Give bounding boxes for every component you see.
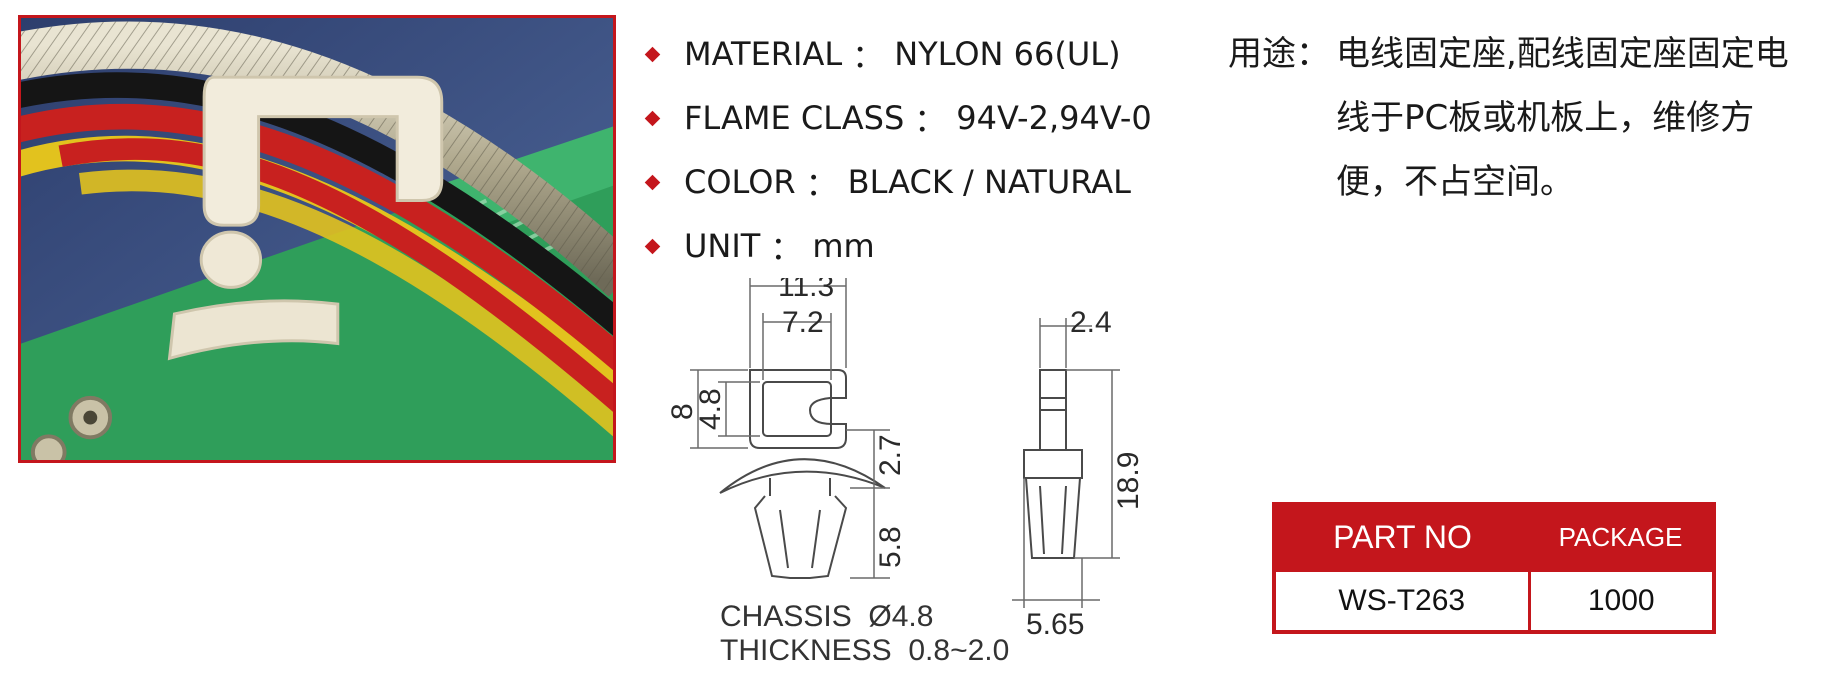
dim-height-total: 8: [666, 403, 699, 420]
spec-row-material: MATERIAL ： NYLON 66(UL): [643, 22, 1163, 86]
dim-leg: 5.8: [874, 526, 907, 568]
cell-package: 1000: [1527, 568, 1716, 634]
spec-row-unit: UNIT ： mm: [643, 214, 1163, 278]
dim-side-height: 18.9: [1112, 452, 1145, 510]
spec-separator: ：: [852, 37, 885, 75]
dim-side-base: 5.65: [1026, 608, 1084, 641]
header-package: PACKAGE: [1529, 504, 1714, 570]
header-part-no: PART NO: [1274, 504, 1529, 570]
front-view-leg: [753, 495, 848, 579]
chassis-note: CHASSIS Ø4.8: [720, 600, 934, 633]
spec-value: BLACK / NATURAL: [847, 163, 1131, 201]
side-view-body: [1023, 449, 1083, 479]
spec-value: NYLON 66(UL): [894, 35, 1121, 73]
technical-drawing: 11.3 7.2 8 4.8 2.7 5.8 2.4 18.9 5.65: [660, 278, 1180, 678]
spec-separator: ：: [914, 101, 947, 139]
usage-text: 电线固定座,配线固定座固定电 线于PC板或机板上，维修方 便，不占空间。: [1336, 22, 1816, 214]
usage-label: 用途：: [1228, 34, 1330, 74]
part-table: PART NO PACKAGE WS-T263 1000: [1272, 502, 1716, 634]
product-photo: [18, 15, 616, 463]
cell-part-no: WS-T263: [1272, 568, 1531, 634]
bullet-icon: [644, 238, 661, 254]
part-table-header: PART NO PACKAGE: [1274, 504, 1714, 570]
spec-value: mm: [812, 227, 875, 265]
spec-list: MATERIAL ： NYLON 66(UL) FLAME CLASS ： 94…: [643, 22, 1163, 278]
bullet-icon: [644, 46, 661, 62]
side-view-leg: [1025, 477, 1081, 559]
bullet-icon: [644, 110, 661, 126]
spec-value: 94V-2,94V-0: [956, 99, 1152, 137]
front-view-outline: [749, 369, 847, 449]
bullet-icon: [644, 174, 661, 190]
product-photo-illustration: [21, 18, 613, 460]
spec-row-flame-class: FLAME CLASS ： 94V-2,94V-0: [643, 86, 1163, 150]
dim-width-outer: 11.3: [778, 278, 834, 303]
spec-label: MATERIAL: [684, 35, 843, 73]
spec-label: COLOR: [684, 163, 796, 201]
front-view-stem: [769, 478, 831, 496]
spec-label: FLAME CLASS: [684, 99, 905, 137]
table-row: WS-T263 1000: [1272, 568, 1716, 634]
dim-height-inner: 4.8: [694, 388, 727, 430]
front-view-inner: [762, 381, 832, 437]
dim-side-top: 2.4: [1070, 306, 1112, 339]
spec-label: UNIT: [684, 227, 761, 265]
usage-line: 线于PC板或机板上，维修方: [1336, 98, 1755, 138]
spec-row-color: COLOR ： BLACK / NATURAL: [643, 150, 1163, 214]
dimension-drawing: 11.3 7.2 8 4.8 2.7 5.8 2.4 18.9 5.65: [666, 278, 1145, 641]
spec-separator: ：: [770, 229, 803, 267]
thickness-note: THICKNESS 0.8~2.0: [720, 634, 1010, 667]
dim-gap: 2.7: [874, 434, 907, 476]
usage-line: 电线固定座,配线固定座固定电: [1336, 34, 1789, 74]
usage-line: 便，不占空间。: [1336, 162, 1574, 202]
dim-width-inner: 7.2: [782, 306, 824, 339]
spec-separator: ：: [805, 165, 838, 203]
